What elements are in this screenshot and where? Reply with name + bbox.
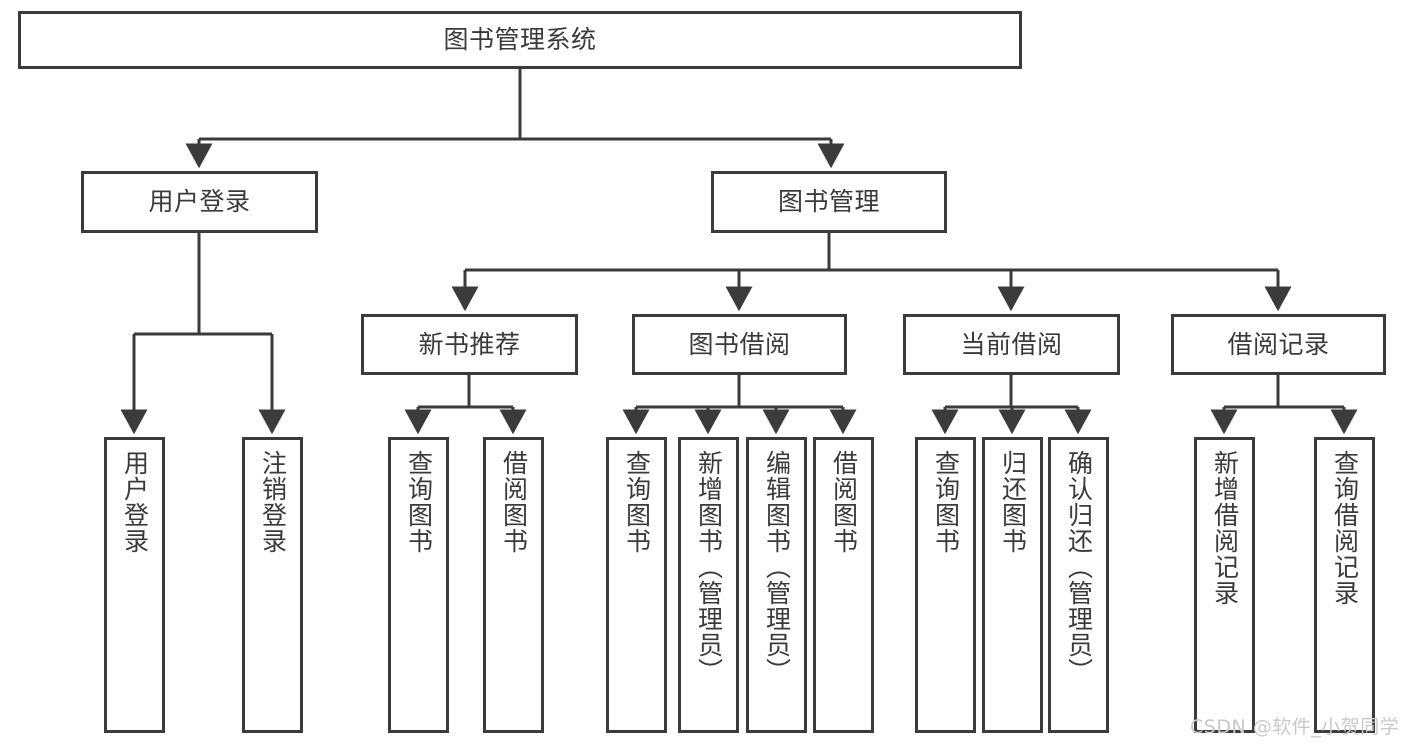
- node-user-login[interactable]: 用户登录: [81, 171, 318, 233]
- leaf-edit-book[interactable]: 编辑图书（管理员）: [746, 437, 807, 733]
- leaf-borrow-book-1-label: 借阅图书: [499, 450, 529, 554]
- node-new-book-recommend-label: 新书推荐: [418, 329, 521, 359]
- node-current-borrow-label: 当前借阅: [960, 329, 1063, 359]
- node-root[interactable]: 图书管理系统: [18, 11, 1022, 69]
- leaf-add-book-label: 新增图书（管理员）: [694, 450, 724, 684]
- leaf-user-login-label: 用户登录: [120, 450, 150, 554]
- node-book-manage-label: 图书管理: [777, 187, 880, 216]
- node-book-borrow-label: 图书借阅: [688, 329, 791, 359]
- node-user-login-label: 用户登录: [148, 187, 251, 216]
- node-borrow-record-label: 借阅记录: [1227, 329, 1330, 359]
- leaf-add-book[interactable]: 新增图书（管理员）: [678, 437, 739, 733]
- node-current-borrow[interactable]: 当前借阅: [903, 314, 1120, 375]
- node-borrow-record[interactable]: 借阅记录: [1171, 314, 1386, 375]
- leaf-return-book-label: 归还图书: [998, 450, 1028, 554]
- leaf-query-book-3-label: 查询图书: [931, 450, 961, 554]
- leaf-add-record-label: 新增借阅记录: [1210, 450, 1240, 606]
- leaf-logout-login[interactable]: 注销登录: [242, 437, 303, 733]
- node-book-borrow[interactable]: 图书借阅: [632, 314, 847, 375]
- leaf-confirm-return-label: 确认归还（管理员）: [1064, 450, 1094, 684]
- leaf-borrow-book-1[interactable]: 借阅图书: [483, 437, 544, 733]
- node-new-book-recommend[interactable]: 新书推荐: [361, 314, 578, 375]
- leaf-user-login[interactable]: 用户登录: [104, 437, 165, 733]
- watermark: CSDN @软件_小贺同学: [1190, 716, 1400, 738]
- leaf-edit-book-label: 编辑图书（管理员）: [762, 450, 792, 684]
- leaf-return-book[interactable]: 归还图书: [982, 437, 1043, 733]
- leaf-query-book-1-label: 查询图书: [404, 450, 434, 554]
- leaf-add-record[interactable]: 新增借阅记录: [1194, 437, 1255, 733]
- leaf-borrow-book-2[interactable]: 借阅图书: [813, 437, 874, 733]
- leaf-query-book-1[interactable]: 查询图书: [388, 437, 449, 733]
- leaf-confirm-return[interactable]: 确认归还（管理员）: [1048, 437, 1109, 733]
- node-book-manage[interactable]: 图书管理: [711, 171, 947, 233]
- leaf-query-book-3[interactable]: 查询图书: [915, 437, 976, 733]
- leaf-logout-login-label: 注销登录: [258, 450, 288, 554]
- leaf-query-book-2-label: 查询图书: [622, 450, 652, 554]
- node-root-label: 图书管理系统: [443, 25, 597, 54]
- leaf-query-book-2[interactable]: 查询图书: [606, 437, 667, 733]
- leaf-query-record[interactable]: 查询借阅记录: [1314, 437, 1375, 733]
- leaf-query-record-label: 查询借阅记录: [1330, 450, 1360, 606]
- leaf-borrow-book-2-label: 借阅图书: [829, 450, 859, 554]
